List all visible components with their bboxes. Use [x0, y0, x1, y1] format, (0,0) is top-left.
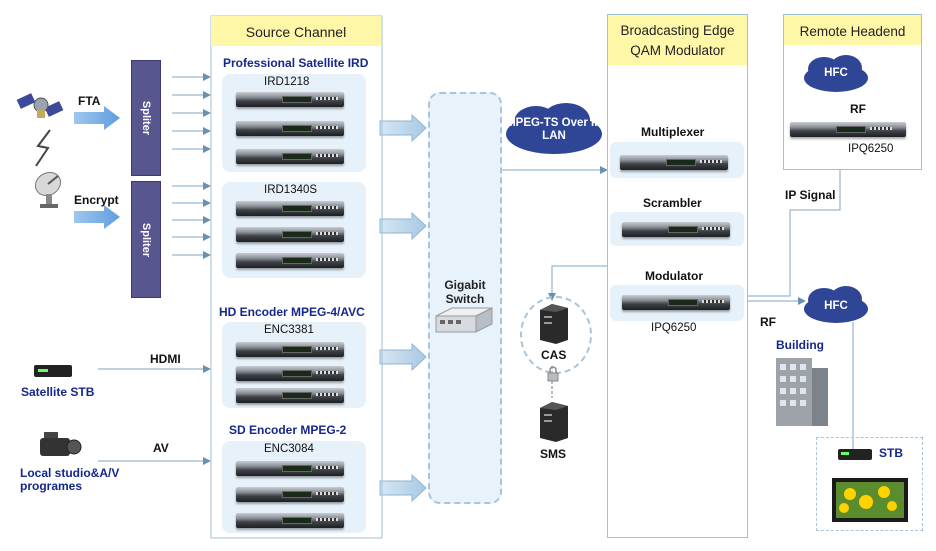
modulator-label: Modulator — [645, 269, 703, 283]
hfc-label: HFC — [824, 300, 848, 312]
mpeg-ts-lan-label: MPEG-TS Over IP LAN — [506, 117, 602, 142]
ird1340s-group: IRD1340S — [222, 182, 366, 278]
encoder-device — [236, 461, 344, 476]
broadcasting-edge-panel: Broadcasting Edge QAM Modulator — [607, 14, 748, 538]
av-label: AV — [153, 441, 169, 455]
group-heading-hd-encoder: HD Encoder MPEG-4/AVC — [219, 305, 365, 319]
ird-device — [236, 92, 344, 107]
encoder-device — [236, 388, 344, 403]
encrypt-label: Encrypt — [74, 193, 119, 207]
hfc-cloud — [804, 286, 868, 323]
splitter-label: Spliter — [140, 100, 152, 136]
modulator-device — [622, 295, 730, 310]
tv-icon — [832, 478, 908, 522]
ird-device — [236, 253, 344, 268]
remote-rf-label: RF — [850, 102, 866, 116]
edge-modulator-model: IPQ6250 — [651, 322, 697, 334]
gigabit-switch-label: Gigabit Switch — [444, 278, 486, 306]
building-label: Building — [776, 338, 824, 352]
enc3084-model: ENC3084 — [264, 443, 314, 455]
remote-hfc-label: HFC — [824, 67, 848, 79]
source-channel-title: Source Channel — [211, 16, 381, 46]
splitter-label: Spliter — [140, 222, 152, 257]
multiplexer-device — [620, 155, 728, 170]
broadcasting-edge-title: Broadcasting Edge QAM Modulator — [608, 15, 747, 65]
remote-hfc-cloud — [804, 55, 868, 92]
remote-headend-title: Remote Headend — [784, 15, 921, 45]
customer-premises-box — [816, 437, 923, 531]
ird-device — [236, 121, 344, 136]
ird-device — [236, 201, 344, 216]
encoder-device — [236, 513, 344, 528]
source-channel-panel: Source Channel — [211, 16, 381, 537]
group-heading-professional-satellite-ird: Professional Satellite IRD — [223, 56, 369, 70]
multiplexer-group — [610, 142, 744, 178]
satellite-icon — [16, 93, 64, 118]
modulator-group — [610, 285, 744, 321]
enc3381-group: ENC3381 — [222, 322, 366, 408]
remote-modulator-device — [790, 122, 906, 137]
rf-label: RF — [760, 315, 776, 329]
group-heading-sd-encoder: SD Encoder MPEG-2 — [229, 423, 347, 437]
sms-server-icon — [540, 402, 568, 442]
encoder-device — [236, 342, 344, 357]
gigabit-switch-column — [428, 92, 502, 504]
network-switch-icon — [435, 307, 493, 333]
video-camera-icon — [40, 432, 82, 456]
sms-label: SMS — [540, 447, 567, 461]
ird1218-group: IRD1218 — [222, 74, 366, 172]
satellite-stb-icon — [34, 365, 72, 377]
ird-device — [236, 227, 344, 242]
enc3381-model: ENC3381 — [264, 324, 314, 336]
multiplexer-label: Multiplexer — [641, 125, 705, 139]
ird1218-model: IRD1218 — [264, 76, 310, 88]
remote-modulator-model: IPQ6250 — [848, 143, 894, 155]
signal-lightning-icon — [35, 129, 51, 167]
encoder-device — [236, 487, 344, 502]
stb-icon — [838, 449, 872, 460]
lock-icon — [547, 366, 559, 382]
cas-label: CAS — [541, 348, 567, 362]
local-studio-label: Local studio&A/V programes — [20, 466, 120, 493]
satellite-dish-icon — [34, 171, 62, 208]
fta-label: FTA — [78, 94, 101, 108]
mpeg-ts-lan-cloud — [506, 103, 602, 154]
remote-headend-panel: Remote Headend — [783, 14, 922, 170]
building-icon — [776, 358, 828, 426]
cas-server-icon — [540, 304, 568, 344]
encoder-device — [236, 366, 344, 381]
scrambler-label: Scrambler — [643, 196, 702, 210]
scrambler-group — [610, 212, 744, 246]
ird-device — [236, 149, 344, 164]
ip-signal-label: IP Signal — [785, 188, 836, 202]
stb-label: STB — [879, 446, 903, 460]
splitter-fta: Spliter — [131, 60, 161, 176]
hdmi-label: HDMI — [150, 352, 181, 366]
scrambler-device — [622, 222, 730, 237]
enc3084-group: ENC3084 — [222, 441, 366, 533]
satellite-stb-label: Satellite STB — [21, 385, 95, 399]
splitter-encrypt: Spliter — [131, 181, 161, 298]
ird1340s-model: IRD1340S — [264, 184, 318, 196]
